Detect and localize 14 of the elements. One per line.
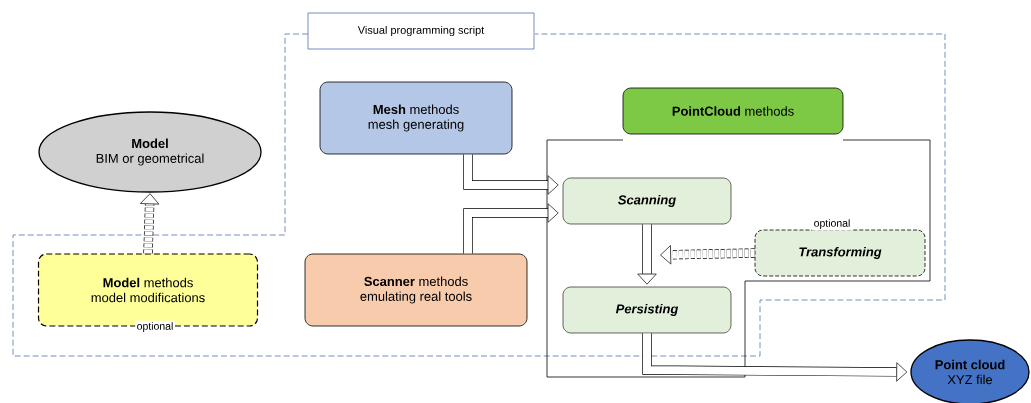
block-arrow — [642, 333, 908, 382]
block-arrow — [660, 245, 755, 265]
method-box: Scanner methods emulating real tools — [304, 253, 528, 327]
block-arrow — [463, 203, 559, 254]
block-arrow — [637, 224, 657, 285]
block-arrow — [463, 154, 559, 195]
optional-label: optional — [812, 217, 852, 231]
title-box: Visual programming script — [307, 12, 535, 50]
optional-step-box: Transforming — [754, 229, 926, 277]
block-arrow — [140, 193, 160, 254]
step-box: Persisting — [562, 286, 732, 334]
group-header-box: PointCloud methods — [622, 87, 844, 135]
step-box: Scanning — [562, 177, 732, 225]
method-box: Mesh methods mesh generating — [319, 81, 513, 155]
